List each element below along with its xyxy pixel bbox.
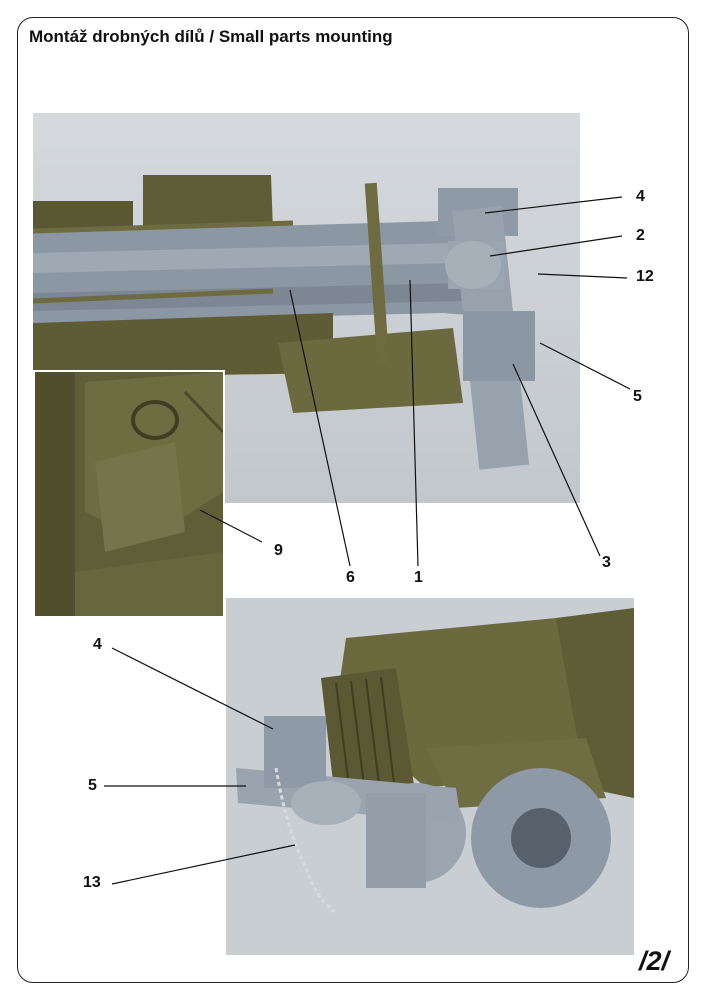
callout-9-top: 9 [274, 542, 283, 559]
page-frame [17, 17, 689, 983]
callout-12-top: 12 [636, 268, 654, 285]
callout-5-top: 5 [633, 388, 642, 405]
callout-4-bottom: 4 [93, 636, 102, 653]
truck-front-photo [226, 598, 634, 955]
callout-13-bottom: 13 [83, 874, 101, 891]
callout-3-top: 3 [602, 554, 611, 571]
callout-5-bottom: 5 [88, 777, 97, 794]
cab-interior-photo [33, 370, 225, 618]
callout-6-top: 6 [346, 569, 355, 586]
page-title: Montáž drobných dílů / Small parts mount… [29, 27, 393, 46]
callout-4-top: 4 [636, 188, 645, 205]
page-number: /2/ [638, 946, 669, 976]
callout-1-top: 1 [414, 569, 423, 586]
callout-2-top: 2 [636, 227, 645, 244]
